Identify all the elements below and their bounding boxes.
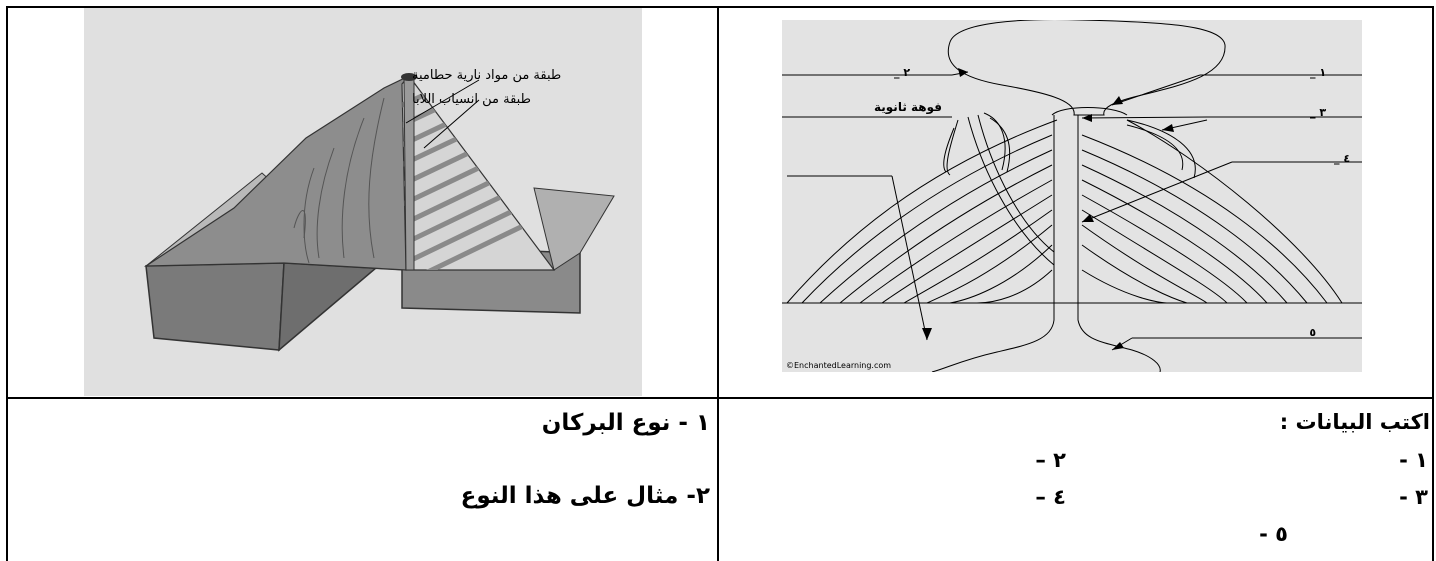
question-volcano-type: ١ - نوع البركان bbox=[541, 410, 710, 436]
write-labels-heading: اكتب البيانات : bbox=[1279, 410, 1430, 434]
copyright-text: ©EnchantedLearning.com bbox=[786, 361, 892, 370]
answer-item-2: ٢ – bbox=[1035, 448, 1066, 472]
label-2: ٢ _ bbox=[894, 66, 911, 79]
question-example: ٢- مثال على هذا النوع bbox=[460, 483, 710, 509]
answer-item-4: ٤ – bbox=[1035, 485, 1066, 509]
label-secondary-vent: فوهة ثانوية bbox=[874, 100, 942, 114]
table-middle-divider bbox=[717, 6, 719, 561]
answer-item-1: ١ - bbox=[1399, 448, 1428, 472]
label-4: ٤ _ bbox=[1334, 152, 1351, 165]
table-left-border bbox=[6, 6, 8, 561]
table-right-border bbox=[1432, 6, 1434, 561]
volcano-cross-section-figure: ٢ _ فوهة ثانوية ١ _ ٣ _ ٤ _ ٥ _ ©Enchant… bbox=[782, 19, 1362, 373]
label-3: ٣ _ bbox=[1310, 106, 1327, 119]
label-pyroclastic-layer: طبقة من مواد نارية حطامية bbox=[412, 68, 562, 83]
answer-item-5: ٥ - bbox=[1259, 522, 1288, 546]
stratovolcano-figure: طبقة من مواد نارية حطامية طبقة من انسياب… bbox=[84, 8, 642, 396]
label-5: ٥ _ bbox=[1300, 326, 1317, 339]
volcano-cross-section-diagram bbox=[782, 19, 1362, 373]
label-lava-flow-layer: طبقة من انسياب اللابا bbox=[412, 92, 531, 107]
table-top-border bbox=[6, 6, 1434, 8]
label-1: ١ _ bbox=[1310, 66, 1327, 79]
stratovolcano-illustration bbox=[84, 8, 642, 396]
table-row-divider bbox=[6, 397, 1434, 399]
answer-item-3: ٣ - bbox=[1399, 485, 1428, 509]
